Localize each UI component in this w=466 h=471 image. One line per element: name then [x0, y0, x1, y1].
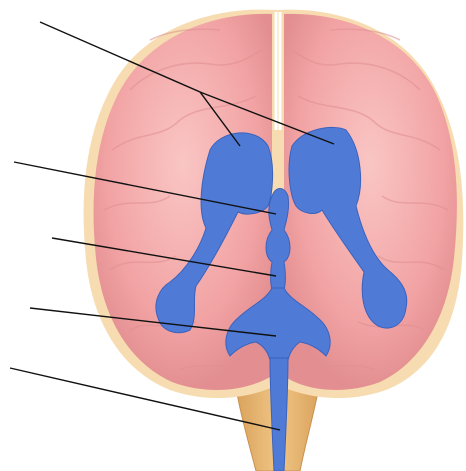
central-canal	[270, 358, 288, 471]
